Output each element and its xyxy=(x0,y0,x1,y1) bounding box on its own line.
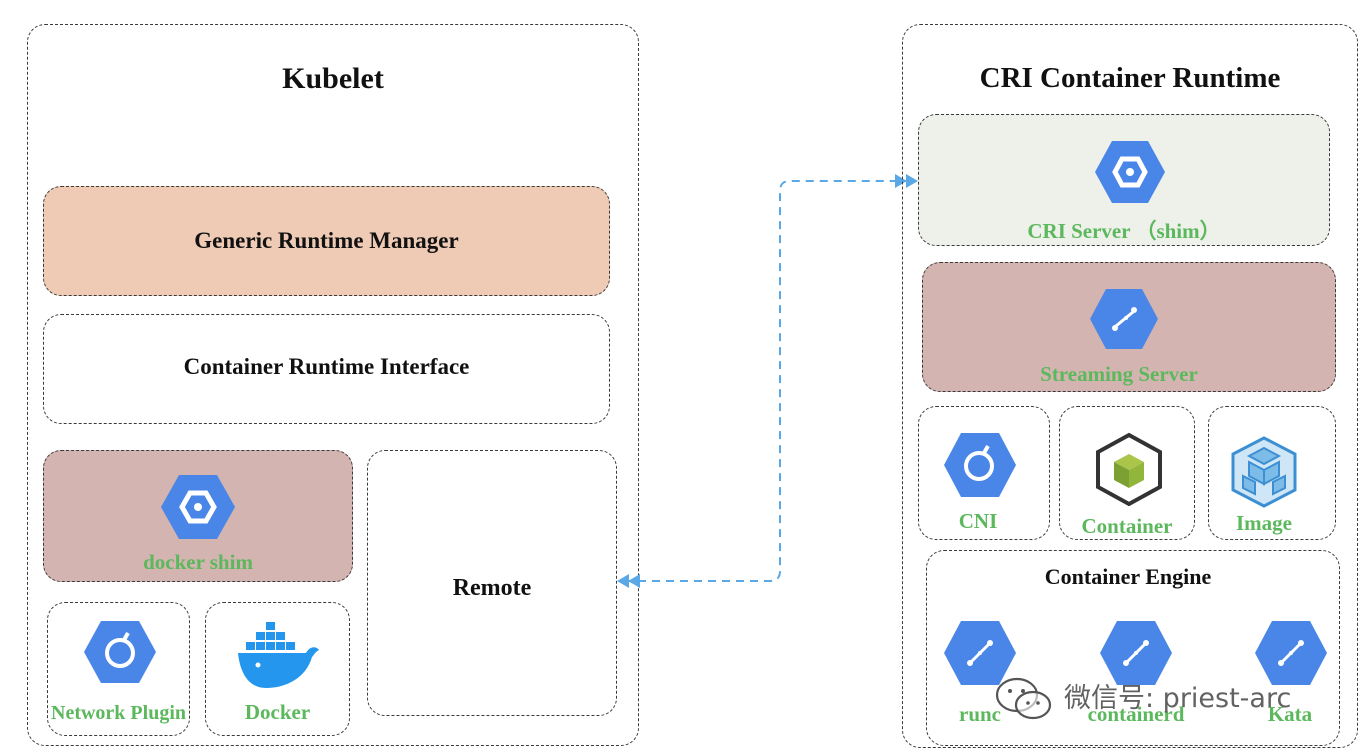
watermark-text: 微信号: priest-arc xyxy=(1064,683,1292,714)
cri-runtime-panel xyxy=(902,24,1358,748)
runc-label: runc xyxy=(959,702,1001,726)
docker-label: Docker xyxy=(244,700,311,724)
kubelet-title: Kubelet xyxy=(282,62,384,95)
container-label: Container xyxy=(1081,514,1173,538)
network-plugin-box xyxy=(47,602,190,736)
network-plugin-label: Network Plugin xyxy=(51,702,186,724)
containerd-icon xyxy=(1100,621,1172,685)
image-layers-icon xyxy=(1231,436,1297,508)
generic-runtime-manager-box xyxy=(43,186,610,296)
wechat-icon xyxy=(995,677,1052,720)
streaming-hexagon-icon xyxy=(1090,289,1158,349)
remote-box xyxy=(367,450,617,716)
gcp-hexagon-icon xyxy=(1095,141,1165,203)
remote-label: Remote xyxy=(452,575,532,601)
image-label: Image xyxy=(1236,511,1292,535)
container-runtime-interface-box xyxy=(43,314,610,424)
runc-icon xyxy=(944,621,1016,685)
cri-runtime-title: CRI Container Runtime xyxy=(979,62,1281,94)
docker-box xyxy=(205,602,350,736)
container-engine-box xyxy=(926,550,1340,746)
cni-box xyxy=(918,406,1050,540)
container-runtime-interface-label: Container Runtime Interface xyxy=(183,354,470,379)
container-engine-title: Container Engine xyxy=(1044,564,1212,589)
docker-shim-label: docker shim xyxy=(143,550,253,574)
docker-whale-icon xyxy=(238,622,319,688)
cni-icon xyxy=(944,433,1016,497)
gcp-hexagon-icon xyxy=(161,475,235,539)
container-cube-icon xyxy=(1096,432,1162,506)
streaming-server-label: Streaming Server xyxy=(1040,362,1198,386)
image-box xyxy=(1208,406,1336,540)
kata-icon xyxy=(1255,621,1327,685)
generic-runtime-manager-label: Generic Runtime Manager xyxy=(194,228,459,253)
containerd-label: containerd xyxy=(1087,702,1185,726)
cni-label: CNI xyxy=(958,509,998,533)
container-box xyxy=(1059,406,1195,540)
kata-label: Kata xyxy=(1267,702,1313,726)
cri-server-label: CRI Server （shim） xyxy=(1027,219,1221,243)
network-plugin-icon xyxy=(84,621,156,683)
